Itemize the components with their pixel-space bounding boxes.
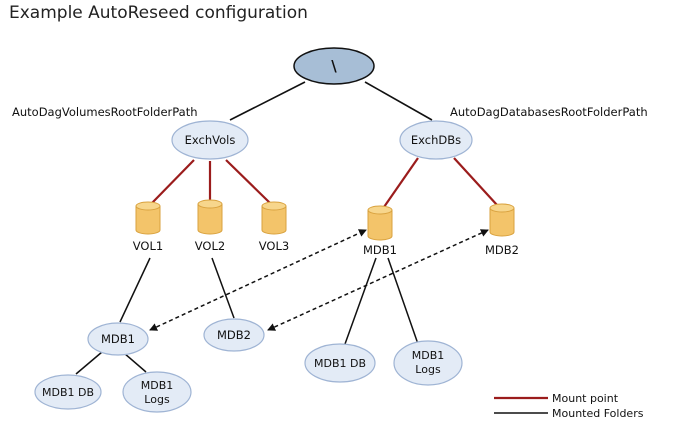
- db-mdb1-to-mdb1db-line: [344, 257, 377, 345]
- databases-root-path-label: AutoDagDatabasesRootFolderPath: [450, 105, 648, 119]
- exchvols-label: ExchVols: [185, 133, 236, 147]
- mdb1-to-mdb1db-line: [75, 351, 103, 375]
- mdb1-to-mdb1logs-line: [123, 352, 147, 373]
- vol1-cylinder-icon: [135, 201, 161, 235]
- db-mdb1-db-node: [304, 343, 376, 383]
- db-mdb2-label: MDB2: [485, 243, 519, 257]
- vol2-cylinder-icon: [197, 199, 223, 235]
- diagram-title: Example AutoReseed configuration: [9, 3, 308, 23]
- db-mdb1-logs-label-line1: MDB1: [412, 349, 445, 362]
- db-mdb1-db-label: MDB1 DB: [314, 357, 366, 370]
- root-node: [293, 47, 375, 85]
- mounted-mdb1-logs-node: [122, 371, 192, 413]
- mounted-mdb1-db-label: MDB1 DB: [42, 386, 94, 399]
- mounted-mdb1-db-node: [34, 374, 102, 410]
- root-label: \: [331, 57, 337, 75]
- legend-mounted-folders-label: Mounted Folders: [552, 407, 644, 420]
- vol3-label: VOL3: [259, 239, 289, 253]
- db-mdb2-cylinder-icon: [489, 203, 515, 237]
- legend-mount-point-label: Mount point: [552, 392, 619, 405]
- exchvols-to-vol3-mount-line: [225, 159, 271, 204]
- db-mdb1-logs-node: [393, 340, 463, 386]
- exchdbs-label: ExchDBs: [411, 133, 461, 147]
- db-mdb1-cylinder-icon: [367, 205, 393, 241]
- root-to-exchdbs-line: [364, 81, 433, 121]
- mounted-mdb2-node: [203, 318, 265, 352]
- root-to-exchvols-line: [229, 81, 306, 121]
- vol2-label: VOL2: [195, 239, 225, 253]
- exchdbs-to-mdb2-mount-line: [453, 157, 498, 206]
- vol1-label: VOL1: [133, 239, 163, 253]
- vol1-to-mdb1-line: [119, 257, 151, 323]
- mounted-mdb1-node: [87, 322, 149, 356]
- exchvols-node: [171, 120, 249, 160]
- mounted-mdb1-logs-label-line1: MDB1: [141, 379, 174, 392]
- volumes-root-path-label: AutoDagVolumesRootFolderPath: [12, 105, 198, 119]
- mounted-mdb2-label: MDB2: [217, 328, 251, 342]
- mdb2-to-db-mdb2-dashed-arrow: [267, 229, 489, 331]
- db-mdb1-to-mdb1logs-line: [387, 257, 419, 345]
- exchdbs-to-mdb1-mount-line: [383, 157, 419, 208]
- db-mdb1-label: MDB1: [363, 243, 397, 257]
- legend: Mount point Mounted Folders: [494, 392, 644, 420]
- exchdbs-node: [399, 120, 473, 160]
- vol3-cylinder-icon: [261, 201, 287, 235]
- db-mdb1-logs-label-line2: Logs: [415, 363, 441, 376]
- mounted-mdb1-logs-label-line2: Logs: [144, 393, 170, 406]
- vol2-to-mdb2-line: [211, 257, 235, 319]
- exchvols-to-vol1-mount-line: [151, 159, 195, 204]
- mounted-mdb1-label: MDB1: [101, 332, 135, 346]
